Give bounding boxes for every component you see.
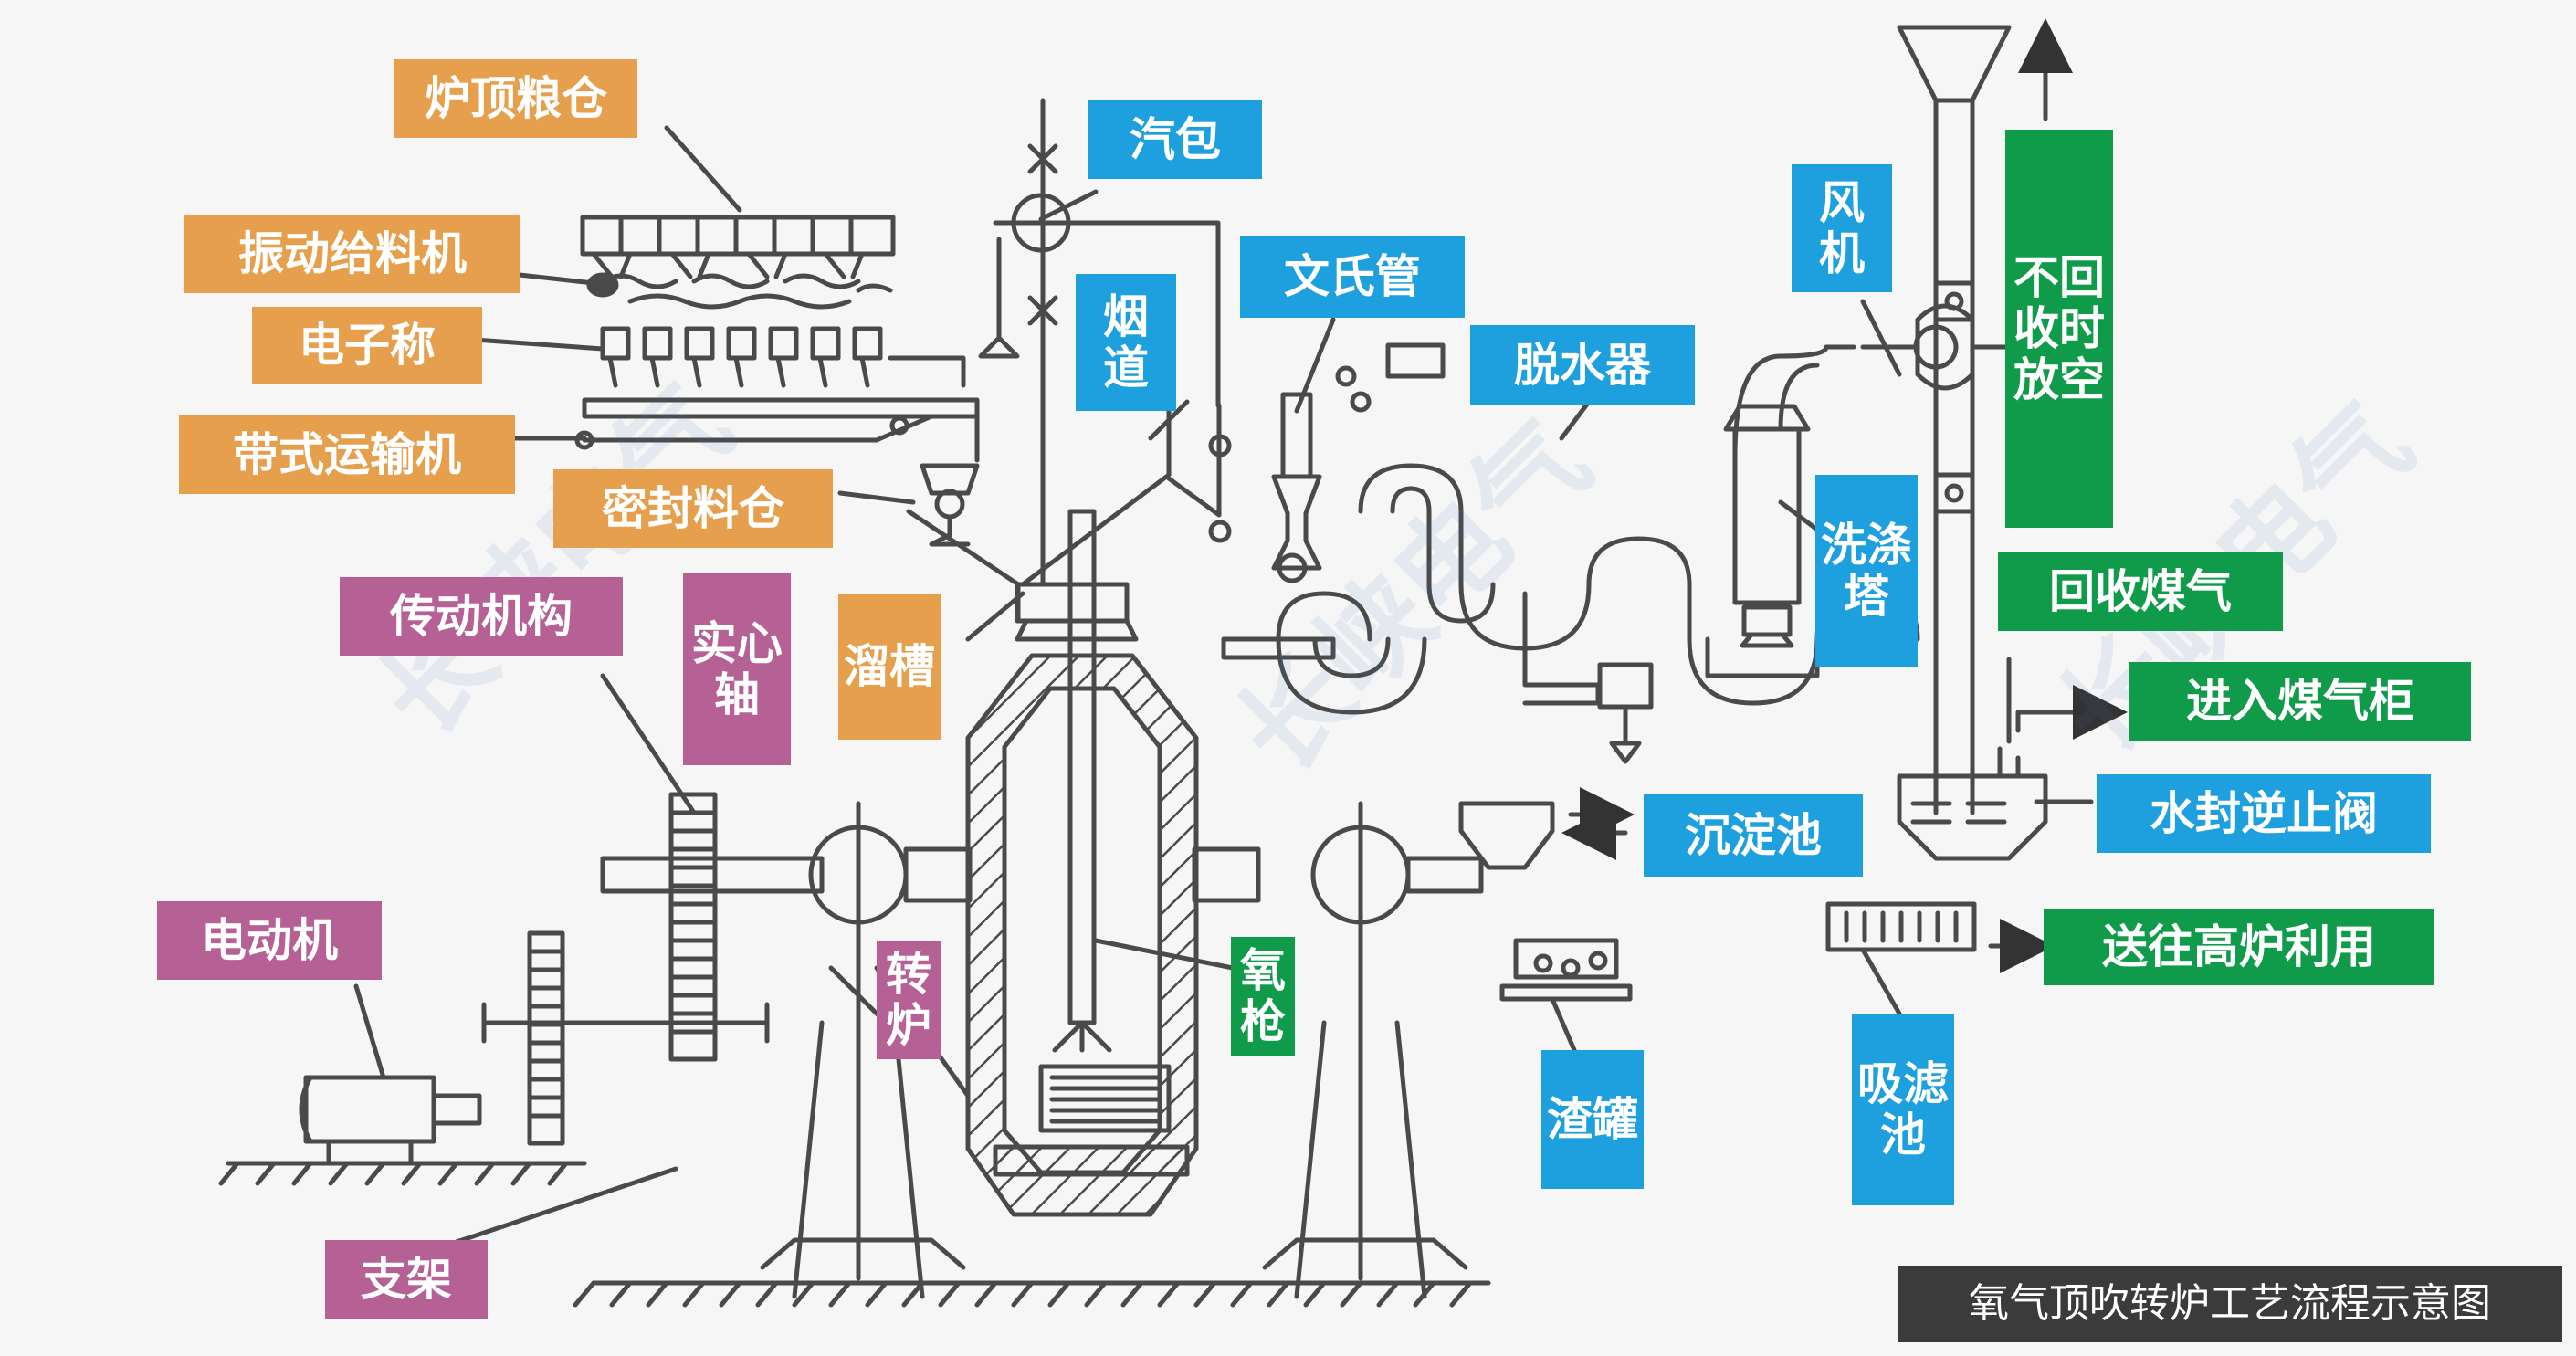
label-fan: 风机 bbox=[1792, 164, 1892, 292]
label-filter-pit: 吸滤池 bbox=[1852, 1014, 1954, 1205]
label-settling-tank: 沉淀池 bbox=[1644, 794, 1863, 877]
label-slag-pot: 渣罐 bbox=[1541, 1050, 1644, 1189]
diagram-caption: 氧气顶吹转炉工艺流程示意图 bbox=[1898, 1266, 2562, 1342]
support-frame bbox=[573, 801, 1491, 1308]
label-scale: 电子称 bbox=[252, 307, 482, 384]
drive-gears bbox=[481, 792, 770, 1146]
water-seal-valve bbox=[1897, 657, 2128, 861]
label-belt-conveyor: 带式运输机 bbox=[179, 415, 515, 494]
sealed-bin bbox=[920, 463, 980, 547]
label-steam-drum: 汽包 bbox=[1088, 100, 1262, 179]
converter bbox=[965, 653, 1199, 1217]
settling-tank bbox=[1458, 787, 1635, 870]
electric-motor bbox=[218, 1075, 587, 1186]
label-water-seal: 水封逆止阀 bbox=[2097, 774, 2431, 853]
label-no-recovery: 不回收时放空 bbox=[2005, 130, 2113, 528]
stack bbox=[1897, 18, 2073, 815]
label-frame: 支架 bbox=[325, 1240, 488, 1319]
top-hoppers bbox=[580, 215, 896, 279]
label-chute: 溜槽 bbox=[838, 594, 941, 740]
slag-pot bbox=[1499, 938, 1633, 1066]
label-dehydrator: 脱水器 bbox=[1470, 325, 1695, 405]
oxygen-lance bbox=[1052, 509, 1112, 1053]
electronic-scales bbox=[600, 326, 966, 388]
label-recover-gas: 回收煤气 bbox=[1998, 552, 2283, 631]
filter-pit bbox=[1825, 901, 2055, 1016]
label-to-blast-furnace: 送往高炉利用 bbox=[2044, 909, 2434, 985]
label-venturi: 文氏管 bbox=[1240, 236, 1465, 318]
label-shaft: 实心轴 bbox=[683, 573, 791, 765]
label-converter: 转炉 bbox=[877, 941, 941, 1059]
steam-drum bbox=[978, 98, 1221, 587]
label-drive: 传动机构 bbox=[340, 577, 623, 656]
label-motor: 电动机 bbox=[157, 901, 382, 980]
leader-lines bbox=[353, 125, 2094, 1245]
label-lance: 氧枪 bbox=[1231, 937, 1295, 1056]
vibrating-feeders bbox=[586, 272, 893, 310]
venturi-tube bbox=[1271, 342, 1446, 583]
label-vibro-feeder: 振动给料机 bbox=[184, 215, 520, 293]
label-to-holder: 进入煤气柜 bbox=[2129, 662, 2471, 741]
label-flue: 烟道 bbox=[1076, 274, 1176, 411]
label-sealed-bin: 密封料仓 bbox=[553, 469, 833, 548]
label-scrubber: 洗涤塔 bbox=[1815, 475, 1918, 667]
label-hopper: 炉顶粮仓 bbox=[394, 59, 637, 138]
